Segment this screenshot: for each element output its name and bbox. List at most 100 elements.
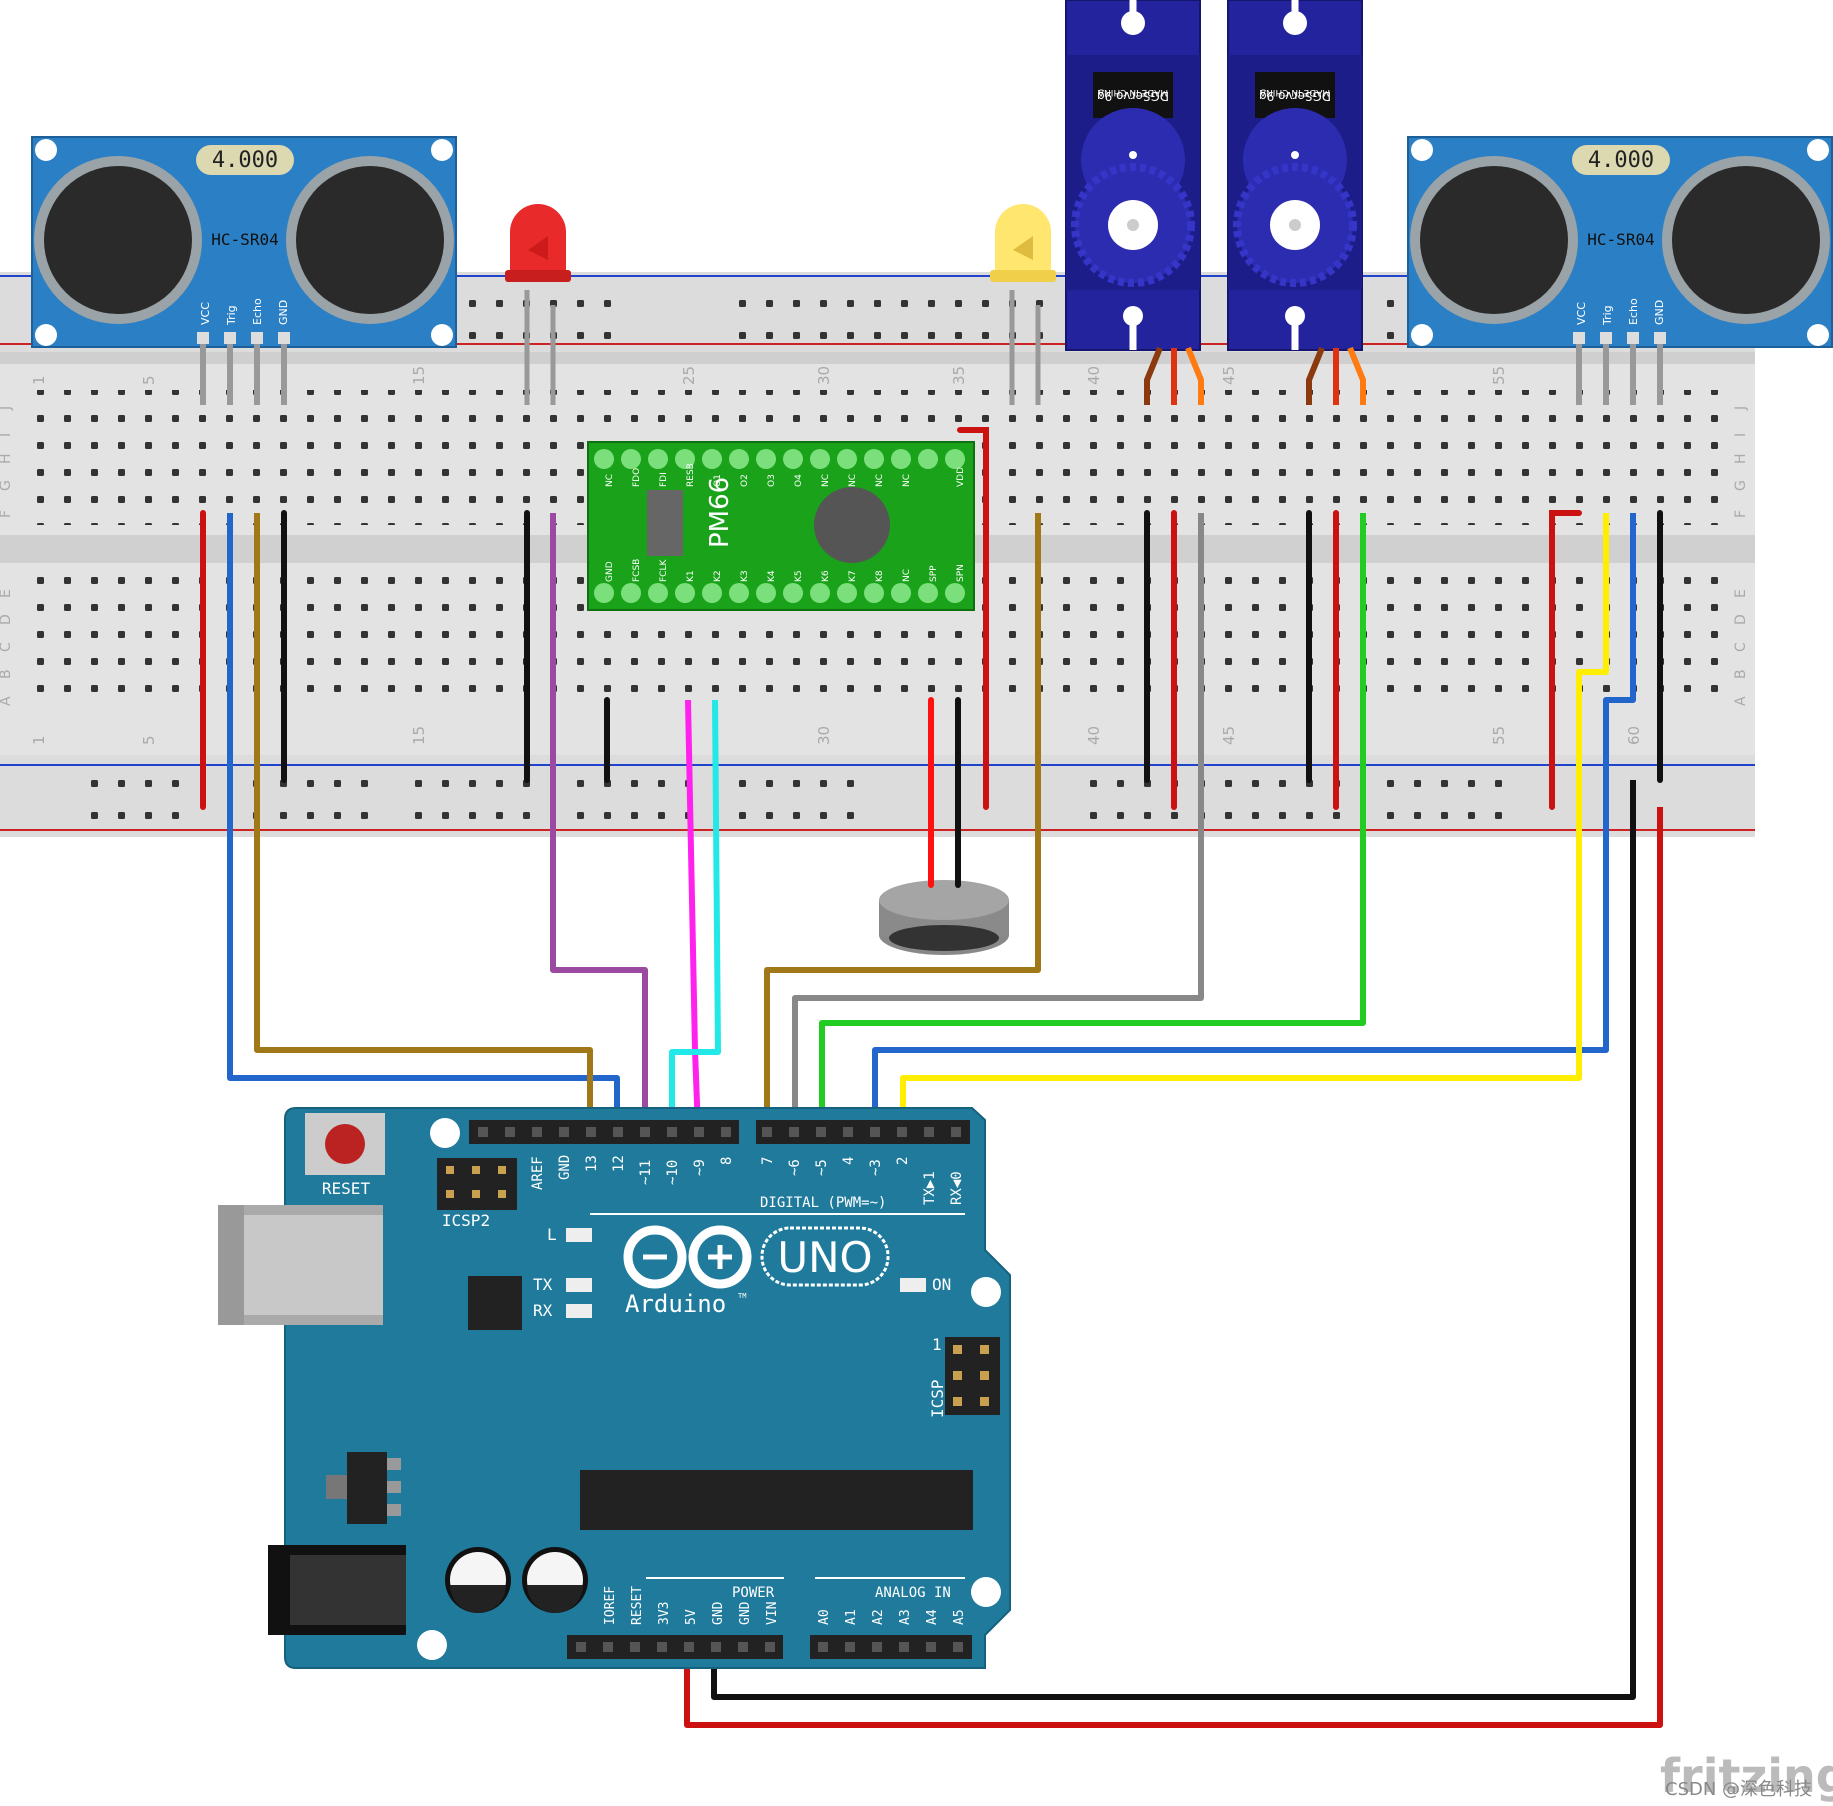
pm66-pin: FDI	[659, 472, 669, 487]
bb-row-letter: F	[1733, 510, 1749, 518]
icsp-pin1-label: 1	[932, 1335, 942, 1354]
pm66-pin: FCSB	[632, 559, 642, 582]
pm66-pin: SPN	[956, 564, 966, 582]
bb-row-letter: H	[0, 453, 14, 464]
pm66-pin: K3	[740, 570, 750, 582]
bb-row-letter: C	[0, 642, 14, 652]
bb-row-letter: J	[0, 406, 14, 411]
bb-row-letter: G	[1733, 480, 1749, 491]
servo-left: MADE IN CHINA DGServo 9g	[1065, 0, 1201, 351]
servo-right: MADE IN CHINA DGServo 9g	[1227, 0, 1363, 351]
pm66-pin: K6	[821, 570, 831, 582]
pin-label-echo: Echo	[251, 298, 264, 325]
bb-col-num: 35	[950, 366, 968, 385]
pm66-pin: FCLK	[659, 559, 669, 582]
bb-row-letter: G	[0, 480, 14, 491]
pm66-pin: RESB	[686, 463, 696, 487]
icsp-label: ICSP	[928, 1379, 947, 1418]
bb-row-letter: D	[0, 614, 14, 625]
bb-col-num: 5	[140, 375, 158, 385]
pin-2: 2	[895, 1157, 911, 1165]
pin-3v3: 3V3	[657, 1602, 672, 1625]
icsp2-header	[437, 1158, 517, 1210]
pm66-pin: NC	[902, 569, 912, 582]
pin-6: ~6	[787, 1159, 803, 1176]
bb-col-num-bottom: 55	[1490, 726, 1508, 745]
bb-col-num: 40	[1085, 366, 1103, 385]
pin-reset: RESET	[630, 1586, 645, 1625]
pin-label-echo: Echo	[1627, 298, 1640, 325]
bb-row-letter: J	[1733, 406, 1749, 411]
bb-col-num: 55	[1490, 366, 1508, 385]
pin-11: ~11	[638, 1160, 654, 1185]
servo-made-in: MADE IN CHINA	[1259, 87, 1330, 97]
arduino-tm: TM	[738, 1292, 746, 1300]
bb-row-letter: C	[1733, 642, 1749, 652]
led-l-label: L	[547, 1225, 557, 1244]
pm66-pin: VDD	[956, 467, 966, 487]
pm66-pin: K8	[875, 570, 885, 582]
bb-row-letter: F	[0, 510, 14, 518]
pin-vin: VIN	[765, 1602, 780, 1625]
pin-label-gnd: GND	[277, 300, 290, 325]
pin-8: 8	[719, 1157, 735, 1165]
bb-col-num: 45	[1220, 366, 1238, 385]
pm66-pin: O1	[713, 474, 723, 487]
arduino-uno-board: RESET ICSP2 AREF GND 13 12 ~11 ~10 ~9 8 …	[218, 1107, 1011, 1669]
pin-13: 13	[584, 1155, 600, 1172]
bb-row-letter: B	[0, 669, 14, 679]
fritzing-logo: fritzing	[1660, 1749, 1833, 1803]
bb-row-letter: A	[0, 696, 14, 706]
pm66-pin: O2	[740, 474, 750, 487]
pin-tx1: TX▶1	[922, 1171, 938, 1205]
bb-col-num-bottom: 5	[140, 735, 158, 745]
pm66-pin: NC	[902, 474, 912, 487]
ultrasonic-sensor-right: 4.000 HC-SR04 VCC Trig Echo GND	[1407, 136, 1833, 405]
bb-row-letter: I	[0, 433, 14, 437]
pin-a2: A2	[871, 1609, 886, 1625]
bb-col-num: 25	[680, 366, 698, 385]
pin-gnd1: GND	[711, 1601, 726, 1625]
servo-leads	[1144, 346, 1366, 405]
led-red	[505, 204, 571, 405]
bb-col-num: 1	[30, 375, 48, 385]
sensor-model: HC-SR04	[211, 230, 278, 249]
pin-3: ~3	[868, 1159, 884, 1176]
uno-label: UNO	[777, 1233, 872, 1282]
pin-a3: A3	[898, 1609, 913, 1625]
pm66-pin: GND	[605, 561, 615, 582]
pm66-pin: SPP	[929, 565, 939, 582]
analog-header	[810, 1635, 972, 1659]
pm66-pin: K1	[686, 570, 696, 582]
led-yellow	[990, 204, 1056, 405]
pm66-pin: K4	[767, 570, 777, 582]
pin-label-trig: Trig	[1601, 305, 1614, 326]
analog-label: ANALOG IN	[875, 1585, 951, 1601]
pm66-pin: K2	[713, 570, 723, 582]
pm66-title: PM66	[705, 477, 735, 548]
servo-model: DGServo 9g	[1097, 89, 1169, 103]
pm66-pin: NC	[605, 474, 615, 487]
digital-label: DIGITAL (PWM=~)	[760, 1195, 886, 1211]
led-rx-label: RX	[533, 1301, 553, 1320]
bb-col-num-bottom: 15	[410, 726, 428, 745]
bb-col-num: 30	[815, 366, 833, 385]
pin-10: ~10	[665, 1160, 681, 1185]
pm66-pin: K7	[848, 570, 858, 582]
pin-ioref: IOREF	[603, 1586, 618, 1625]
pm66-pin: NC	[875, 474, 885, 487]
power-label: POWER	[732, 1585, 775, 1601]
csdn-watermark: CSDN @深色科技	[1665, 1779, 1812, 1800]
pin-aref: AREF	[530, 1156, 546, 1190]
pin-9: ~9	[692, 1159, 708, 1176]
ultrasonic-sensor-left: 4.000 HC-SR04 VCC Trig Echo GND	[31, 136, 457, 405]
bb-col-num-bottom: 60	[1625, 726, 1643, 745]
power-header	[567, 1635, 783, 1659]
pin-rx0: RX◀0	[949, 1171, 965, 1205]
icsp2-label: ICSP2	[442, 1211, 490, 1230]
pm66-pin: O3	[767, 474, 777, 487]
pin-label-vcc: VCC	[1575, 302, 1588, 325]
signal-wires	[227, 513, 1663, 1728]
sensor-display: 4.000	[1588, 148, 1654, 173]
